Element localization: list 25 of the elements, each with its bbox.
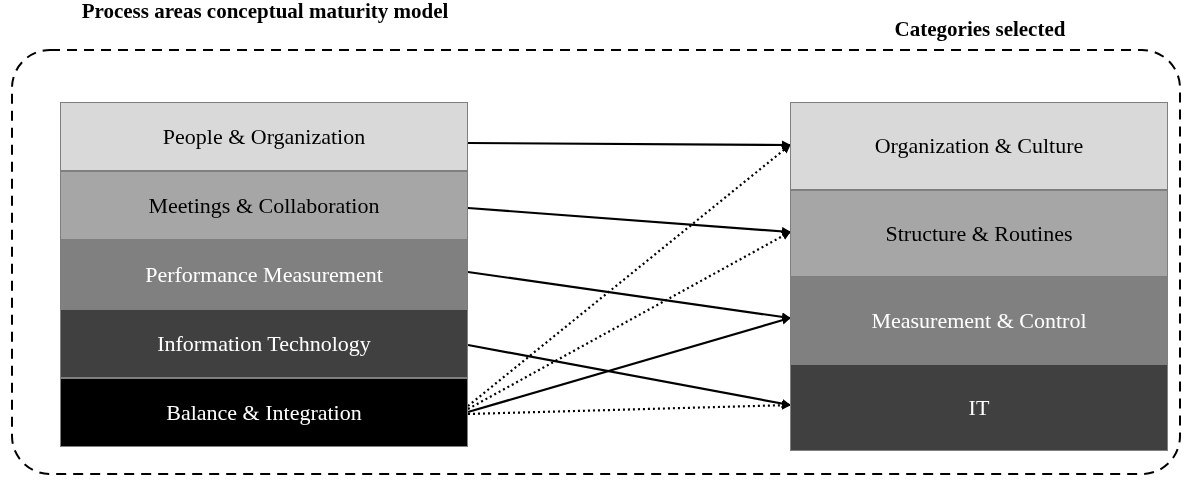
arrow xyxy=(467,144,791,407)
category-band xyxy=(790,102,1168,190)
band-label: Organization & Culture xyxy=(874,133,1084,159)
column-heading: Process areas conceptual maturity model xyxy=(80,0,450,24)
category-band xyxy=(790,277,1168,364)
band-label: Structure & Routines xyxy=(885,220,1073,247)
arrow xyxy=(467,231,791,410)
category-band xyxy=(790,190,1168,277)
band-label: Performance Measurement xyxy=(145,261,383,288)
arrow xyxy=(467,343,791,408)
band-label: IT xyxy=(968,394,990,421)
band-label: Measurement & Control xyxy=(871,307,1087,334)
category-band xyxy=(60,102,468,171)
arrow xyxy=(467,400,791,416)
band-label: People & Organization xyxy=(162,123,366,150)
category-band xyxy=(60,309,468,378)
category-band xyxy=(790,364,1168,451)
category-band xyxy=(60,378,468,447)
band-label: Information Technology xyxy=(157,330,371,357)
arrow xyxy=(467,315,791,414)
category-band xyxy=(60,240,468,309)
band-label: Meetings & Collaboration xyxy=(148,192,380,219)
band-label: Balance & Integration xyxy=(166,399,362,426)
category-band xyxy=(60,171,468,240)
column-heading: Categories selected xyxy=(893,16,1067,42)
